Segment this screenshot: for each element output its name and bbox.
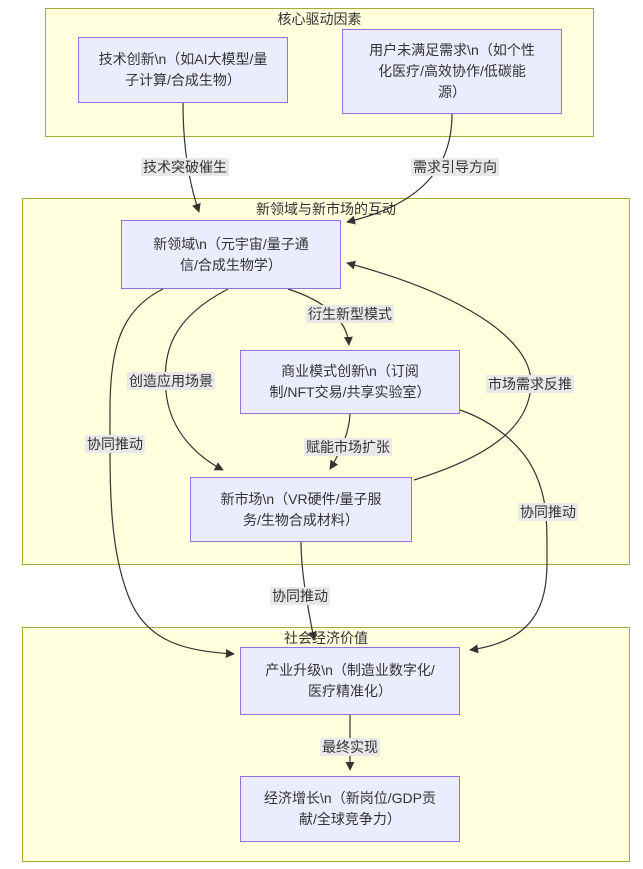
edge-label-synergy-center: 协同推动 [270,587,330,605]
subgraph-domains-markets-title: 新领域与新市场的互动 [256,201,396,217]
node-new-markets-line2: 务/生物合成材料） [243,511,359,528]
edge-label-market-demand-feedback: 市场需求反推 [486,375,574,393]
subgraph-socioeconomic-title: 社会经济价值 [284,630,368,646]
node-new-domains-line2: 信/合成生物学） [180,256,282,273]
node-industry-upgrade-line1: 产业升级\n（制造业数字化/ [265,662,435,678]
node-economic-growth: 经济增长\n（新岗位/GDP贡 献/全球竞争力） [240,776,460,842]
edge-label-empower-market-expansion: 赋能市场扩张 [304,438,392,456]
node-industry-upgrade: 产业升级\n（制造业数字化/ 医疗精准化） [240,647,460,715]
node-new-domains-line1: 新领域\n（元宇宙/量子通 [153,235,309,252]
node-new-domains: 新领域\n（元宇宙/量子通 信/合成生物学） [121,220,341,289]
node-unmet-needs-line1: 用户未满足需求\n（如个性 [369,42,535,58]
node-tech-innovation: 技术创新\n（如AI大模型/量 子计算/合成生物） [78,37,288,103]
edge-label-create-app-scenarios: 创造应用场景 [127,372,215,390]
node-unmet-needs-line2: 化医疗/高效协作/低碳能 [378,63,526,79]
node-business-model-line1: 商业模式创新\n（订阅 [281,363,419,379]
node-tech-innovation-line2: 子计算/合成生物） [125,72,241,88]
node-industry-upgrade-line2: 医疗精准化） [308,683,392,699]
subgraph-core-drivers-title: 核心驱动因素 [277,11,362,27]
node-unmet-needs-line3: 源） [438,84,466,100]
edge-label-demand-guides: 需求引导方向 [411,158,499,176]
node-business-model-line2: 制/NFT交易/共享实验室） [269,384,431,400]
edge-label-synergy-left: 协同推动 [85,435,145,453]
node-tech-innovation-line1: 技术创新\n（如AI大模型/量 [98,51,268,67]
node-business-model: 商业模式创新\n（订阅 制/NFT交易/共享实验室） [240,350,460,414]
edge-label-tech-breakthrough: 技术突破催生 [141,158,229,176]
edge-label-synergy-right: 协同推动 [518,503,578,521]
node-economic-growth-line1: 经济增长\n（新岗位/GDP贡 [264,790,436,806]
edge-label-final-realization: 最终实现 [320,738,380,756]
node-new-markets: 新市场\n（VR硬件/量子服 务/生物合成材料） [190,477,412,542]
node-new-markets-line1: 新市场\n（VR硬件/量子服 [220,490,382,507]
node-economic-growth-line2: 献/全球竞争力） [299,811,401,827]
node-unmet-needs: 用户未满足需求\n（如个性 化医疗/高效协作/低碳能 源） [342,29,562,114]
edge-label-derive-new-models: 衍生新型模式 [306,305,394,323]
